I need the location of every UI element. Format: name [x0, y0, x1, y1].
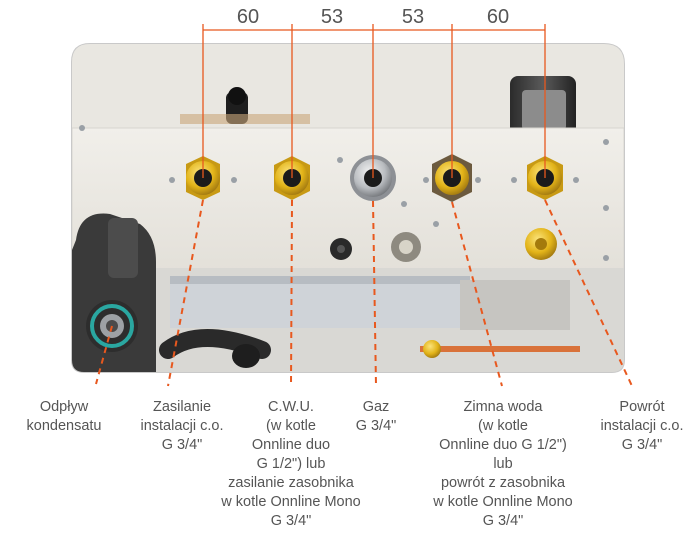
dimension-label-60-right: 60 — [486, 6, 510, 28]
callout-line: Odpływ — [39, 399, 89, 415]
callout-line: C.W.U. — [268, 399, 314, 415]
callout-line: G 3/4" — [161, 437, 203, 453]
callout-line: lub — [493, 456, 513, 472]
callout-line: zasilanie zasobnika — [228, 475, 354, 491]
callout-line: w kotle Onnline Mono — [221, 494, 361, 510]
callout-line: G 1/2") lub — [256, 456, 326, 472]
callout-line: w kotle Onnline Mono — [433, 494, 573, 510]
callout-odplyw-kondensatu: Odpływ kondensatu — [4, 398, 124, 436]
callout-line: Onnline duo G 1/2") — [439, 437, 567, 453]
small-valve-black — [330, 238, 352, 260]
callout-line: instalacji c.o. — [140, 418, 224, 434]
callout-line: G 3/4" — [482, 513, 524, 529]
dimension-label-53-left: 53 — [320, 6, 344, 28]
callout-line: instalacji c.o. — [600, 418, 684, 434]
callout-line: powrót z zasobnika — [440, 475, 566, 491]
callout-line: kondensatu — [26, 418, 102, 434]
callout-powrot: Powrót instalacji c.o. G 3/4" — [586, 398, 698, 455]
dimension-label-60-left: 60 — [236, 6, 260, 28]
callout-line: (w kotle — [478, 418, 528, 434]
callout-line: Powrót — [619, 399, 665, 415]
callout-zasilanie: Zasilanie instalacji c.o. G 3/4" — [112, 398, 252, 455]
small-valve-brass — [525, 228, 557, 260]
callout-line: G 3/4" — [270, 513, 312, 529]
dimension-lines — [202, 24, 546, 178]
callout-line: Zimna woda — [463, 399, 543, 415]
callout-line: Onnline duo — [251, 437, 331, 453]
leader-lines — [95, 199, 633, 387]
boiler-body — [71, 43, 625, 373]
callout-gaz: Gaz G 3/4" — [336, 398, 416, 436]
small-valve-grey — [391, 232, 421, 262]
callout-line: G 3/4" — [621, 437, 663, 453]
callout-zimna-woda: Zimna woda (w kotle Onnline duo G 1/2") … — [412, 398, 594, 531]
callout-line: (w kotle — [266, 418, 316, 434]
callout-line: Zasilanie — [152, 399, 212, 415]
callout-line: G 3/4" — [355, 418, 397, 434]
callout-cwu: C.W.U. (w kotle Onnline duo G 1/2") lub … — [200, 398, 382, 531]
dimension-label-53-right: 53 — [401, 6, 425, 28]
callout-line: Gaz — [362, 399, 390, 415]
